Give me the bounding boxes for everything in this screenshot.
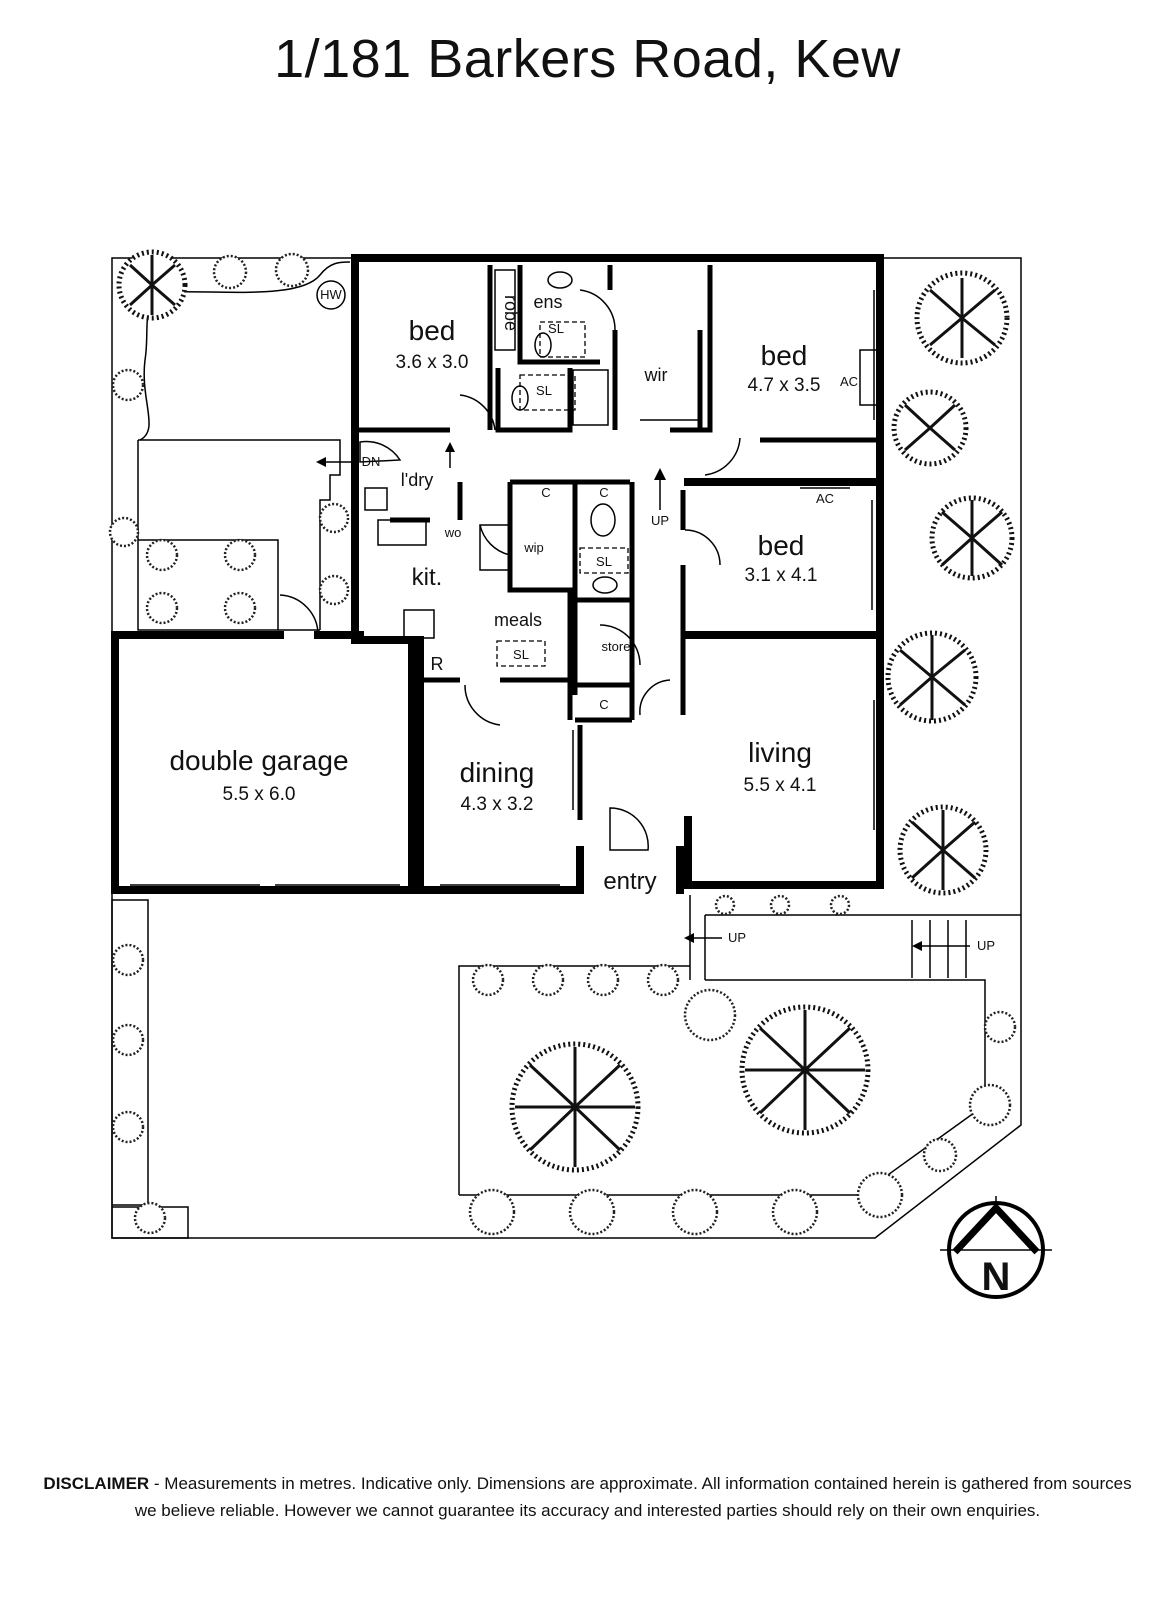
fixture-labels: SL SL SL SL AC AC C C C UP UP UP DN HW xyxy=(320,287,995,953)
doors xyxy=(279,289,741,851)
floor-plan: N bed 3.6 x 3.0 bed 4.7 x 3.5 bed 3.1 x … xyxy=(108,249,1052,1299)
c-label: C xyxy=(599,485,608,500)
dining-label: dining xyxy=(460,757,535,788)
ac-label: AC xyxy=(840,374,858,389)
wir-label: wir xyxy=(644,365,668,385)
kitchen-label: kit. xyxy=(412,564,443,591)
sl-label: SL xyxy=(596,554,612,569)
bed3-dims: 3.1 x 4.1 xyxy=(745,565,818,586)
trees xyxy=(116,249,1015,1173)
bed1-dims: 3.6 x 3.0 xyxy=(396,352,469,373)
dn-label: DN xyxy=(362,454,381,469)
up-label: UP xyxy=(977,938,995,953)
c-label: C xyxy=(599,697,608,712)
garage-label: double garage xyxy=(169,745,348,776)
store-label: store xyxy=(602,639,631,654)
fixtures xyxy=(364,269,879,667)
stair-arrows xyxy=(316,442,970,951)
disclaimer-label: DISCLAIMER xyxy=(43,1474,150,1493)
plan-title: 1/181 Barkers Road, Kew xyxy=(274,29,901,89)
hw-label: HW xyxy=(320,287,342,302)
disclaimer-text: - Measurements in metres. Indicative onl… xyxy=(134,1474,1132,1520)
disclaimer: DISCLAIMER - Measurements in metres. Ind… xyxy=(40,1470,1135,1524)
tree xyxy=(897,804,989,896)
living-dims: 5.5 x 4.1 xyxy=(744,775,817,796)
r-label: R xyxy=(431,654,444,674)
bed3-label: bed xyxy=(758,530,805,561)
laundry-label: l'dry xyxy=(401,470,433,490)
windows xyxy=(130,290,875,886)
north-compass: N xyxy=(940,1196,1052,1299)
up-label: UP xyxy=(651,513,669,528)
bed2-label: bed xyxy=(761,340,808,371)
tree xyxy=(885,630,979,724)
wo-label: wo xyxy=(444,525,462,540)
room-labels: bed 3.6 x 3.0 bed 4.7 x 3.5 bed 3.1 x 4.… xyxy=(169,292,820,895)
up-label: UP xyxy=(728,930,746,945)
compass-label: N xyxy=(982,1255,1011,1299)
bed2-dims: 4.7 x 3.5 xyxy=(748,375,821,396)
living-label: living xyxy=(748,737,812,768)
dining-dims: 4.3 x 3.2 xyxy=(461,794,534,815)
sl-label: SL xyxy=(548,321,564,336)
tree xyxy=(739,1004,871,1136)
walls xyxy=(111,254,884,894)
ensuite-label: ens xyxy=(533,292,562,312)
site-boundary xyxy=(111,257,1022,1239)
tree xyxy=(929,495,1015,581)
bed1-label: bed xyxy=(409,315,456,346)
sl-label: SL xyxy=(536,383,552,398)
meals-label: meals xyxy=(494,610,542,630)
shrubs xyxy=(108,252,1017,1236)
tree xyxy=(509,1041,641,1173)
tree xyxy=(914,270,1010,366)
c-label: C xyxy=(541,485,550,500)
tree xyxy=(891,389,969,467)
robe-label: robe xyxy=(501,295,521,331)
tree xyxy=(116,249,188,321)
sl-label: SL xyxy=(513,647,529,662)
garage-dims: 5.5 x 6.0 xyxy=(223,784,296,805)
ac-label: AC xyxy=(816,491,834,506)
entry-label: entry xyxy=(603,868,656,895)
wip-label: wip xyxy=(523,540,544,555)
